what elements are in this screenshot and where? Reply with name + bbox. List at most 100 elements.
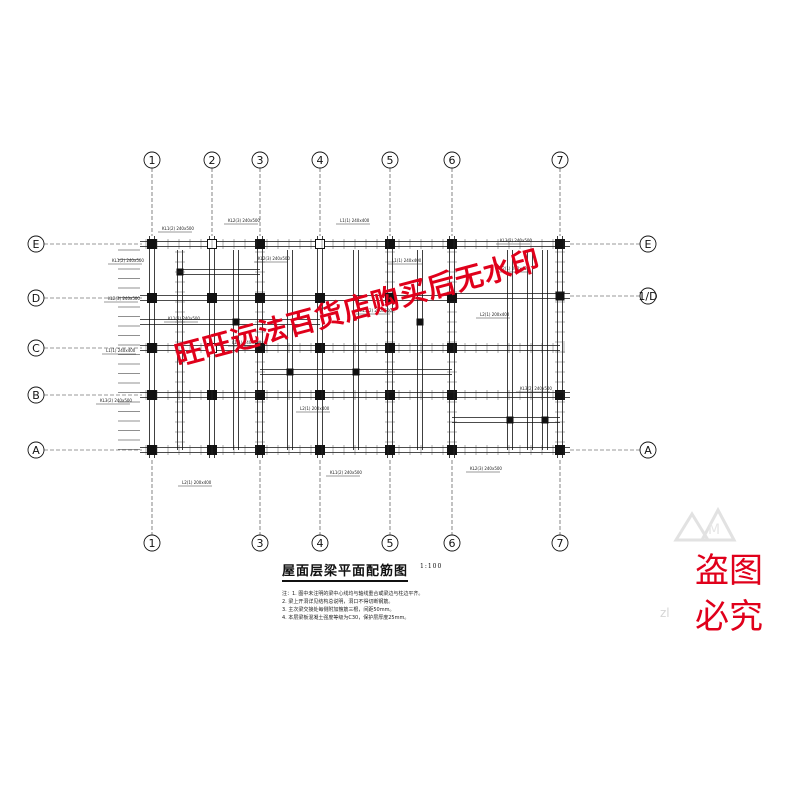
axis-label: 1/D — [638, 290, 657, 303]
axis-bubble — [639, 441, 657, 459]
axis-bubble — [27, 235, 45, 253]
column — [255, 390, 265, 400]
axis-label: 3 — [257, 537, 264, 550]
column — [506, 416, 514, 424]
column — [255, 343, 265, 353]
drawing-scale: 1:100 — [420, 563, 443, 570]
stamp-line-2: 必究 — [695, 597, 763, 637]
axis-label: 7 — [557, 154, 564, 167]
axis-label: 7 — [557, 537, 564, 550]
beam-tag: L1(1) 240x400 — [232, 340, 262, 345]
axis-label: C — [32, 342, 40, 355]
axis-label: E — [33, 238, 40, 251]
axis-label: D — [32, 292, 40, 305]
column — [541, 416, 549, 424]
beam-tag: L2(1) 200x400 — [300, 406, 330, 411]
column — [447, 343, 457, 353]
beam-tag: KL1(2) 240x500 — [168, 316, 200, 321]
axis-bubble — [143, 534, 161, 552]
axis-bubble — [311, 534, 329, 552]
column — [315, 390, 325, 400]
column — [147, 239, 157, 249]
site-logo-icon: M — [673, 506, 737, 542]
column — [447, 239, 457, 249]
axis-label: 4 — [317, 154, 324, 167]
title-underline — [282, 580, 409, 582]
axis-label: 1 — [149, 154, 156, 167]
axis-bubble — [27, 289, 45, 307]
column — [147, 293, 157, 303]
axis-label: B — [32, 389, 40, 402]
beam-tag: L2(1) 200x400 — [480, 312, 510, 317]
column — [286, 368, 294, 376]
site-watermark: zl — [660, 606, 670, 620]
beam-tag: KL3(2) 240x500 — [100, 398, 132, 403]
column — [385, 239, 395, 249]
axis-label: 2 — [209, 154, 216, 167]
axis-bubble — [251, 534, 269, 552]
column — [555, 390, 565, 400]
copyright-stamp: 盗图 必究 — [686, 548, 772, 640]
axis-label: 5 — [387, 154, 394, 167]
column — [555, 445, 565, 455]
beam-tag: KL2(3) 240x500 — [258, 256, 290, 261]
stamp-line-1: 盗图 — [695, 551, 763, 591]
column — [447, 445, 457, 455]
axis-label: A — [644, 444, 652, 457]
column — [385, 390, 395, 400]
column — [555, 239, 565, 249]
column — [207, 293, 217, 303]
column — [232, 318, 240, 326]
axis-bubble — [27, 386, 45, 404]
column — [385, 343, 395, 353]
axis-bubble — [443, 534, 461, 552]
axis-bubble — [203, 151, 221, 169]
column — [315, 445, 325, 455]
axis-bubble — [251, 151, 269, 169]
beam-tag: L1(1) 240x400 — [340, 218, 370, 223]
beam-tag: L1(1) 240x400 — [392, 258, 422, 263]
axis-label: 4 — [317, 537, 324, 550]
column — [352, 368, 360, 376]
axis-bubble — [639, 235, 657, 253]
beam-tag: L2(1) 200x400 — [182, 480, 212, 485]
column — [255, 445, 265, 455]
column — [255, 293, 265, 303]
note-line: 4. 本层梁板混凝土强度等级为C30，保护层厚度25mm。 — [282, 615, 410, 621]
beam-tag: KL3(2) 240x500 — [360, 308, 392, 313]
column — [385, 293, 395, 303]
note-line: 注：1. 图中未注明的梁中心线均与轴线重合或梁边与柱边平齐。 — [282, 591, 424, 597]
axis-label: A — [32, 444, 40, 457]
column — [315, 239, 325, 249]
beam-tag: KL2(3) 240x500 — [470, 466, 502, 471]
column — [447, 293, 457, 303]
axis-label: 6 — [449, 537, 456, 550]
axis-bubble — [311, 151, 329, 169]
beam-tag: L1(1) 240x400 — [106, 348, 136, 353]
column — [255, 239, 265, 249]
column — [147, 343, 157, 353]
note-line: 3. 主次梁交接处每侧附加箍筋三根，间距50mm。 — [282, 607, 395, 613]
axis-label: 5 — [387, 537, 394, 550]
axis-bubble — [639, 287, 657, 305]
beam-tag: KL1(2) 240x500 — [330, 470, 362, 475]
axis-label: 1 — [149, 537, 156, 550]
beam-tag: L2(1) 200x400 — [500, 266, 530, 271]
axis-bubble — [551, 534, 569, 552]
axis-label: 3 — [257, 154, 264, 167]
column — [147, 445, 157, 455]
drawing-notes: 注：1. 图中未注明的梁中心线均与轴线重合或梁边与柱边平齐。 2. 梁上开洞详见… — [282, 590, 542, 622]
axis-lines — [44, 168, 640, 535]
svg-text:M: M — [708, 522, 720, 538]
axis-label: 6 — [449, 154, 456, 167]
column — [555, 291, 565, 301]
axis-bubble — [27, 441, 45, 459]
axis-bubble — [143, 151, 161, 169]
column — [147, 390, 157, 400]
drawing-title-text: 屋面层梁平面配筋图 — [282, 564, 409, 579]
column — [385, 445, 395, 455]
beam-tag: KL2(3) 240x500 — [108, 296, 140, 301]
